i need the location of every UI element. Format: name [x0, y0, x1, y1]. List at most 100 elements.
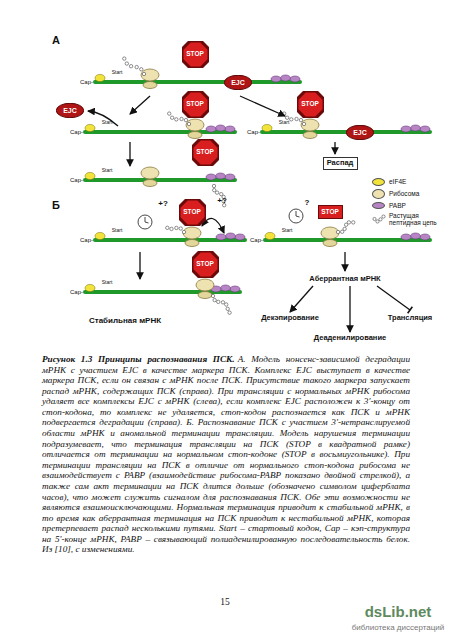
node-text: STOP: [301, 101, 319, 108]
mrna-strand: [95, 80, 300, 84]
ejc-ellipse: EJC: [346, 125, 374, 140]
clock-symbol: [138, 215, 152, 229]
flow-arrow: [129, 142, 130, 166]
start-label: Start: [112, 70, 123, 75]
pabp-proteins: [211, 285, 240, 292]
peptide-chain: [211, 294, 231, 314]
flow-arrow: [139, 252, 140, 279]
connector: [377, 286, 410, 310]
ribosome: [183, 227, 201, 247]
ribosome: [196, 279, 214, 299]
node-text: Распад: [327, 159, 354, 167]
flow-arrow: [88, 111, 118, 126]
stop-octagon: STOP: [182, 41, 209, 68]
node-text: Трансляция: [388, 314, 433, 322]
node-text: STOP: [196, 261, 214, 268]
eif4e: [85, 172, 95, 179]
node-text: STOP: [321, 209, 339, 216]
peptide-chain: [166, 226, 186, 234]
watermark: библиотека диссертаций: [352, 624, 444, 632]
watermark: dsLib.net: [365, 604, 432, 619]
node-text: Деаденилирование: [314, 334, 386, 342]
flow-arrow: [240, 96, 285, 116]
panel-letter: Б: [52, 200, 60, 211]
figure-caption: Рисунок 1.3 Принципы распознавания ПСК.А…: [42, 354, 410, 555]
question-mark: +?: [217, 197, 227, 205]
stop-octagon: STOP: [192, 139, 219, 166]
legend-text: eIF4E: [389, 178, 406, 185]
question-mark: +?: [158, 200, 168, 208]
ribosome: [141, 167, 159, 187]
peptide-chain: [123, 57, 146, 76]
legend-text: PABP: [389, 202, 406, 209]
flow-arrow: [202, 218, 224, 233]
clock-symbol: [289, 209, 303, 223]
ejc-ellipse: EJC: [56, 103, 84, 118]
node-text: STOP: [183, 209, 201, 216]
pabp-proteins: [401, 125, 430, 132]
outcome-text: Декэпирование: [260, 313, 320, 323]
stop-octagon: STOP: [179, 199, 206, 226]
eif4e: [262, 124, 272, 131]
node-text: STOP: [186, 101, 204, 108]
node-text: EJC: [231, 79, 245, 86]
legend: eIF4E РибосомаPABP Растущая пептидная цепь: [372, 178, 448, 229]
cap-label: Cap-: [250, 237, 263, 243]
cap-label: Cap-: [70, 177, 83, 183]
eif4e: [95, 232, 105, 239]
stop-octagon: STOP: [297, 91, 324, 118]
peptide-chain: [212, 184, 226, 207]
outcome-text: Аберрантная мРНК: [308, 274, 382, 284]
pabp-proteins: [216, 233, 245, 240]
cap-label: Cap-: [80, 79, 93, 85]
start-label: Start: [102, 120, 113, 125]
eif4e: [265, 232, 275, 239]
page-number: 15: [220, 598, 230, 608]
legend-row: PABP: [372, 202, 448, 209]
node-text: STOP: [196, 149, 214, 156]
process-box: Распад: [323, 157, 358, 170]
flow-arrow: [130, 96, 150, 114]
legend-text: Рибосома: [389, 190, 419, 197]
eif4e: [85, 124, 95, 131]
eif4e: [95, 74, 105, 81]
flow-arrow: [334, 142, 335, 154]
legend-row: eIF4E: [372, 178, 448, 186]
connector: [349, 286, 350, 332]
start-label: Start: [102, 280, 113, 285]
cap-label: Cap-: [80, 237, 93, 243]
legend-chain-sample: [372, 212, 386, 226]
panel-letter: А: [52, 35, 60, 46]
flow-arrow: [344, 252, 345, 271]
inhibition-bar: [408, 307, 413, 313]
caption-text: А. Модель нонсенс-зависимой деградации м…: [42, 354, 410, 554]
node-text: STOP: [186, 51, 204, 58]
legend-text: Растущая пептидная цепь: [389, 212, 448, 226]
stop-octagon: STOP: [182, 91, 209, 118]
legend-swatch: [372, 178, 385, 186]
legend-swatch: [372, 189, 385, 199]
legend-swatch: [372, 202, 385, 209]
stop-octagon: STOP: [192, 251, 219, 278]
connector: [290, 286, 313, 312]
node-text: EJC: [63, 107, 77, 114]
cap-label: Cap-: [70, 289, 83, 295]
question-mark: ?: [305, 199, 310, 207]
stop-square: STOP: [318, 205, 343, 219]
ribosome: [186, 119, 204, 139]
pabp-proteins: [401, 233, 430, 240]
outcome-label: Стабильная мРНК: [89, 317, 161, 325]
legend-row: Растущая пептидная цепь: [372, 212, 448, 226]
peptide-chain: [336, 221, 355, 234]
outcome-text: Деаденилирование: [313, 333, 388, 343]
pabp-proteins: [206, 173, 235, 180]
ribosome: [141, 69, 159, 89]
cap-label: Cap-: [247, 129, 260, 135]
start-label: Start: [279, 120, 290, 125]
start-label: Start: [282, 228, 293, 233]
ribosome: [301, 119, 319, 139]
start-label: Start: [112, 228, 123, 233]
node-text: Декэпирование: [261, 314, 319, 322]
caption-heading: Рисунок 1.3 Принципы распознавания ПСК.: [42, 354, 235, 364]
